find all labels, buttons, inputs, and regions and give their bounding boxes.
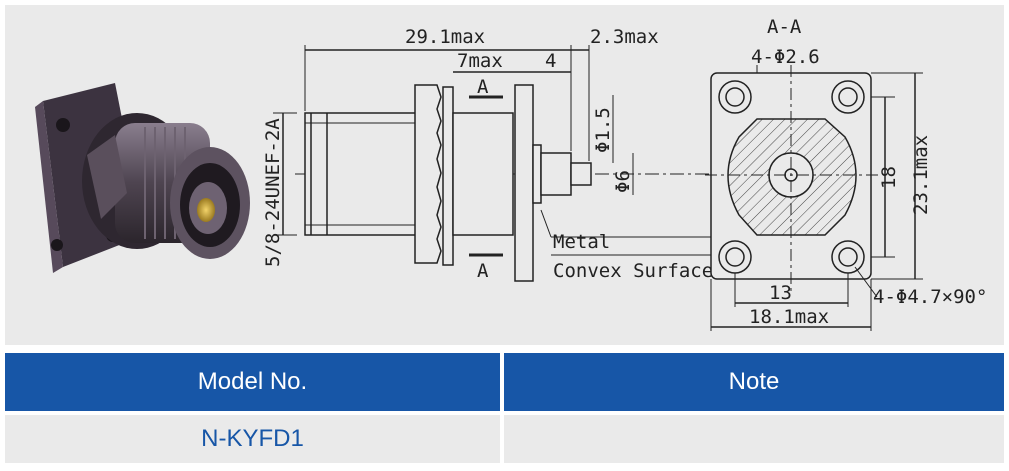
- large-holes-label: 4-Φ4.7×90°: [873, 286, 987, 308]
- product-drawing-panel: 29.1max 2.3max 7max 4 A A 5/8-24UNEF-2A …: [5, 5, 1004, 345]
- side-view: [273, 45, 725, 282]
- model-no-cell: N-KYFD1: [5, 415, 500, 463]
- thread-spec-label: 5/8-24UNEF-2A: [262, 118, 284, 267]
- small-holes-label: 4-Φ2.6: [751, 46, 820, 68]
- section-marker-bottom: A: [477, 260, 489, 282]
- flange-to-tip-label: 4: [545, 50, 556, 72]
- connector-photo: [35, 83, 250, 273]
- section-marker-top: A: [477, 76, 489, 98]
- pin-diameter-label: Φ1.5: [592, 107, 614, 153]
- section-view: [705, 65, 923, 331]
- spec-table: Model No. Note N-KYFD1: [5, 353, 1004, 467]
- overall-length-label: 29.1max: [405, 26, 485, 48]
- model-no-header: Model No.: [5, 353, 500, 411]
- hole-spacing-horizontal-label: 13: [769, 282, 792, 304]
- technical-drawing: 29.1max 2.3max 7max 4 A A 5/8-24UNEF-2A …: [35, 16, 987, 331]
- nut-width-label: 7max: [457, 50, 503, 72]
- convex-surface-note: Convex Surface: [553, 260, 713, 282]
- pin-body-diameter-label: Φ6: [612, 170, 634, 193]
- flange-thickness-label: 2.3max: [590, 26, 659, 48]
- flange-height-label: 23.1max: [910, 135, 932, 215]
- metal-note: Metal: [553, 231, 610, 253]
- hole-spacing-vertical-label: 18: [878, 166, 900, 189]
- note-header: Note: [504, 353, 1004, 411]
- section-title: A-A: [767, 16, 802, 38]
- flange-width-label: 18.1max: [749, 306, 829, 328]
- note-cell: [504, 415, 1004, 463]
